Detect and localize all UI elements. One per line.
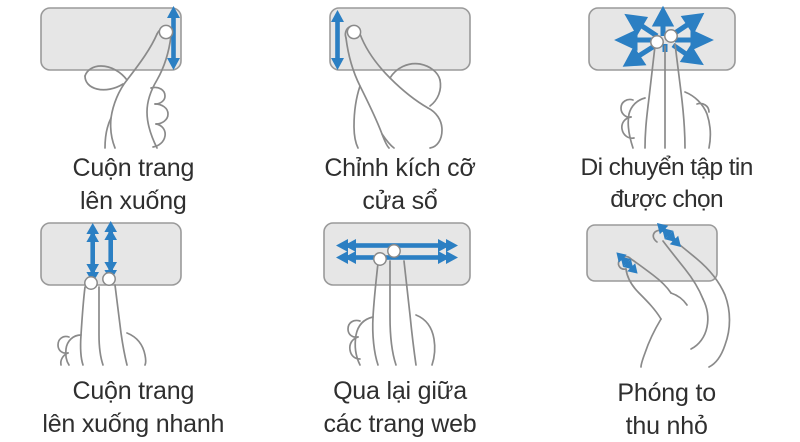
gesture-panel-fast-scroll: Cuộn trang lên xuống nhanh	[0, 217, 267, 442]
caption-line-2: các trang web	[267, 408, 534, 441]
caption-line-2: cửa sổ	[267, 185, 534, 218]
caption-line-1: Chỉnh kích cỡ	[267, 152, 534, 185]
caption-line-2: được chọn	[533, 184, 800, 216]
panel-caption: Cuộn trang lên xuống	[0, 152, 267, 217]
gesture-panel-scroll-up-down: Cuộn trang lên xuống	[0, 0, 267, 217]
gesture-panel-zoom-in-out: Phóng to thu nhỏ	[533, 217, 800, 442]
caption-line-1: Qua lại giữa	[267, 375, 534, 408]
caption-line-2: lên xuống nhanh	[0, 408, 267, 441]
touchpad-one-finger-vertical-scroll-icon	[0, 0, 267, 148]
touchpad-one-finger-left-edge-vertical-icon	[267, 0, 534, 148]
caption-line-1: Cuộn trang	[0, 152, 267, 185]
gesture-panel-move-selected-file: Di chuyển tập tin được chọn	[533, 0, 800, 217]
panel-caption: Qua lại giữa các trang web	[267, 375, 534, 440]
touchpad-pinch-zoom-icon	[533, 217, 800, 367]
gesture-panel-navigate-web-pages: Qua lại giữa các trang web	[267, 217, 534, 442]
caption-line-2: lên xuống	[0, 185, 267, 218]
caption-line-1: Phóng to	[533, 377, 800, 410]
caption-line-1: Cuộn trang	[0, 375, 267, 408]
touchpad-two-finger-horizontal-swipe-icon	[267, 217, 534, 365]
gesture-panel-resize-window: Chỉnh kích cỡ cửa sổ	[267, 0, 534, 217]
touchpad-two-finger-vertical-scroll-icon	[0, 217, 267, 365]
caption-line-2: thu nhỏ	[533, 410, 800, 442]
panel-caption: Phóng to thu nhỏ	[533, 377, 800, 442]
caption-line-1: Di chuyển tập tin	[533, 152, 800, 184]
panel-caption: Cuộn trang lên xuống nhanh	[0, 375, 267, 440]
panel-caption: Di chuyển tập tin được chọn	[533, 152, 800, 216]
touchpad-two-finger-radial-drag-icon	[533, 0, 800, 148]
panel-caption: Chỉnh kích cỡ cửa sổ	[267, 152, 534, 217]
